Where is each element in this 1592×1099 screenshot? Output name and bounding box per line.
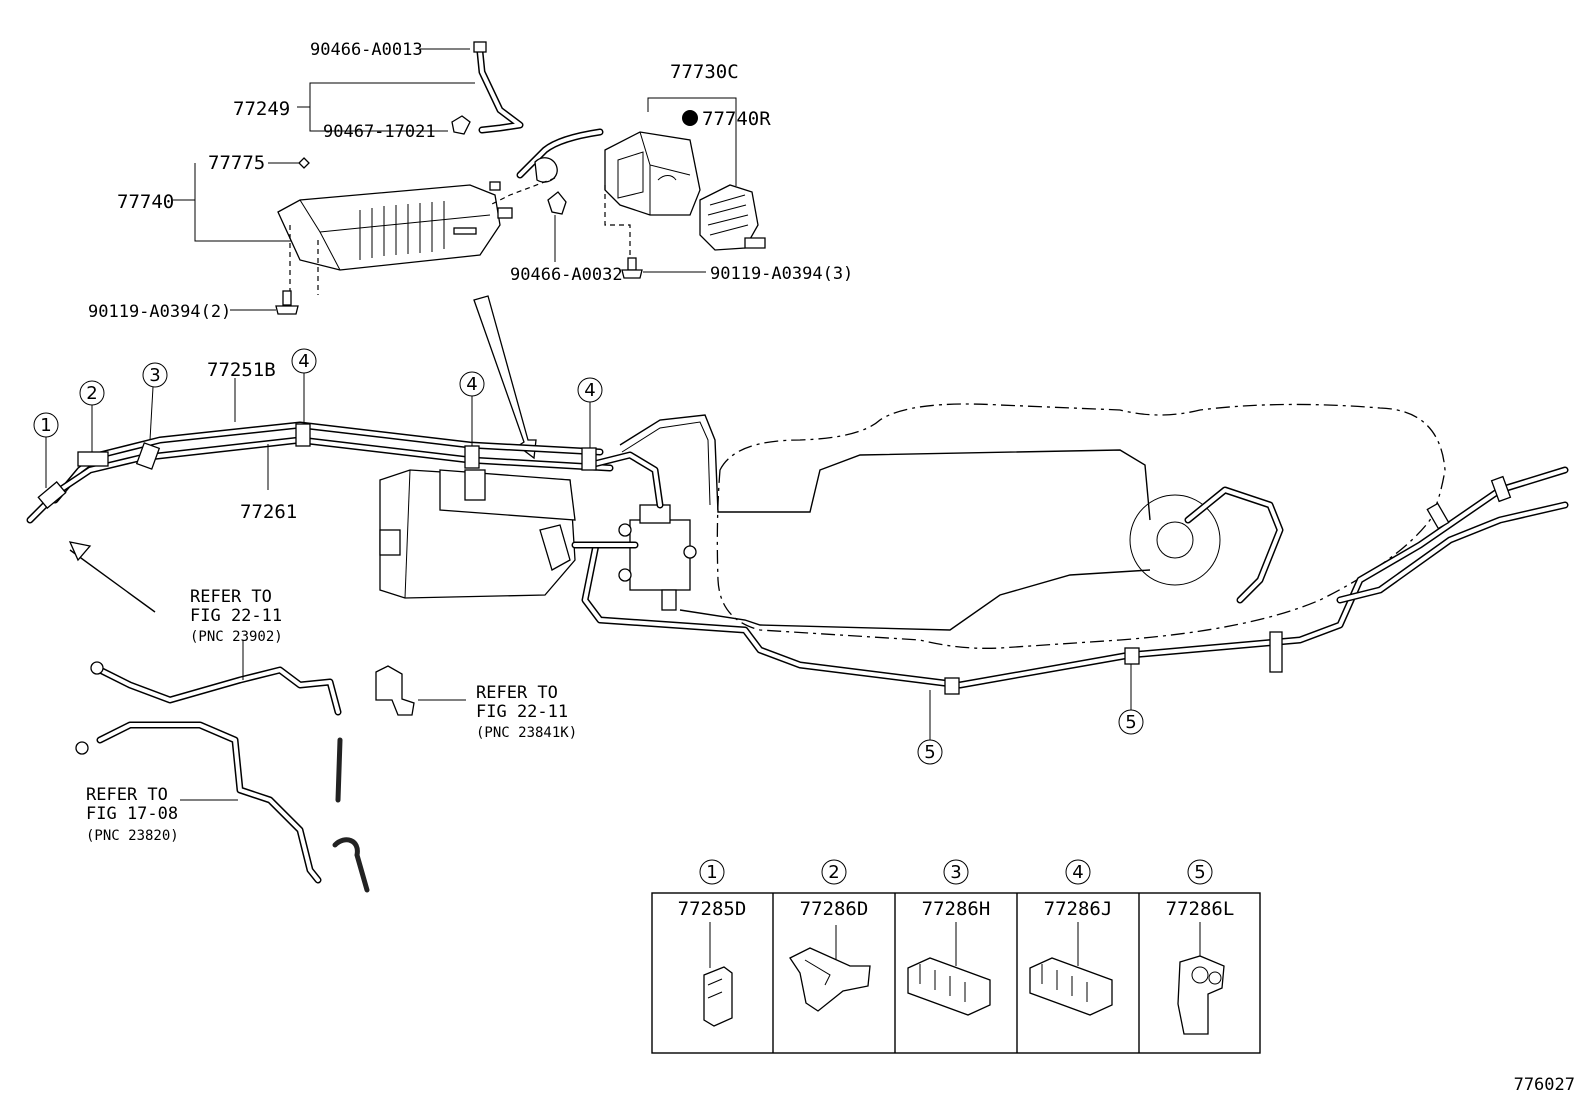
table-col-2: 2 77286D	[800, 859, 869, 920]
label-90466-a0032: 90466-A0032	[510, 265, 623, 285]
svg-text:4: 4	[584, 380, 595, 401]
label-77730c: 77730C	[670, 61, 739, 83]
clamp-icon-77286l	[1177, 922, 1225, 1035]
svg-text:1: 1	[706, 862, 717, 883]
clamp-icon-77286j	[1029, 922, 1113, 1016]
callout-5a: 5	[917, 739, 943, 765]
label-77261: 77261	[240, 501, 297, 523]
pipe-77251b	[51, 421, 604, 504]
refer-note-2-line3: (PNC 23841K)	[476, 725, 577, 741]
leader-77249	[297, 82, 475, 108]
table-part-77286d: 77286D	[800, 898, 869, 920]
charcoal-canister-77740	[277, 181, 513, 271]
table-col-1: 1 77285D	[678, 859, 747, 920]
refer-note-1-line1: REFER TO	[190, 587, 272, 607]
clip-90466-a0032	[547, 191, 567, 215]
table-part-77286j: 77286J	[1044, 898, 1113, 920]
refer-note-3-line1: REFER TO	[86, 785, 168, 805]
callout-2: 2	[79, 380, 105, 406]
arrow-refer-22-11	[69, 549, 156, 613]
svg-text:5: 5	[1125, 712, 1136, 733]
label-77740: 77740	[117, 191, 174, 213]
bolt-90119-a0394-3	[621, 257, 643, 279]
connector-23841k	[375, 665, 415, 716]
callout-3: 3	[142, 362, 168, 388]
svg-text:4: 4	[466, 374, 477, 395]
svg-text:5: 5	[1194, 862, 1205, 883]
refer-note-2-line1: REFER TO	[476, 683, 558, 703]
leader-90467-17021	[309, 107, 448, 132]
label-90467-17021: 90467-17021	[323, 122, 436, 142]
figure-code: 776027	[1514, 1075, 1575, 1095]
svg-text:3: 3	[950, 862, 961, 883]
svg-text:5: 5	[924, 742, 935, 763]
clamp-icon-77285d	[703, 922, 733, 1027]
label-77740r: 77740R	[702, 108, 771, 130]
svg-text:3: 3	[149, 365, 160, 386]
label-77249: 77249	[233, 98, 290, 120]
new-part-dot	[682, 110, 698, 126]
refer-note-2-line2: FIG 22-11	[476, 702, 568, 722]
clamp-table	[651, 892, 1261, 1054]
label-77251b: 77251B	[207, 359, 276, 381]
table-part-77286l: 77286L	[1166, 898, 1235, 920]
refer-note-3-line3: (PNC 23820)	[86, 828, 179, 844]
svg-text:4: 4	[298, 351, 309, 372]
table-col-3: 3 77286H	[922, 859, 991, 920]
table-part-77285d: 77285D	[678, 898, 747, 920]
label-90119-a0394-2: 90119-A0394(2)	[88, 302, 231, 322]
pointer-arrow	[473, 295, 537, 460]
fuel-pump-ring	[1129, 494, 1221, 586]
callout-5b: 5	[1118, 709, 1144, 735]
callout-4a: 4	[291, 348, 317, 374]
label-90119-a0394-3: 90119-A0394(3)	[710, 264, 853, 284]
clamp-icon-77286h	[907, 922, 991, 1016]
refer-note-3-line2: FIG 17-08	[86, 804, 178, 824]
vsv-installed	[618, 504, 697, 611]
leader-77730c	[647, 97, 737, 186]
label-77775: 77775	[208, 152, 265, 174]
callout-4b: 4	[459, 371, 485, 397]
callout-1: 1	[33, 412, 59, 438]
table-col-5: 5 77286L	[1166, 859, 1235, 920]
hose-77249	[451, 41, 524, 135]
clamp-icon-77286d	[789, 925, 871, 1012]
fuel-tank-outline	[716, 403, 1446, 649]
canister-installed	[379, 469, 576, 599]
refer-note-1-line2: FIG 22-11	[190, 606, 282, 626]
leader-77740	[173, 199, 300, 242]
svg-text:1: 1	[40, 415, 51, 436]
table-part-77286h: 77286H	[922, 898, 991, 920]
label-90466-a0013: 90466-A0013	[310, 40, 423, 60]
svg-text:2: 2	[828, 862, 839, 883]
vsv-bracket-77730c	[604, 131, 701, 216]
svg-text:2: 2	[86, 383, 97, 404]
svg-text:4: 4	[1072, 862, 1083, 883]
table-col-4: 4 77286J	[1044, 859, 1113, 920]
refer-note-1-line3: (PNC 23902)	[190, 629, 283, 645]
bolt-90119-a0394-2	[275, 290, 299, 315]
filter-77740r	[699, 184, 766, 251]
callout-4c: 4	[577, 377, 603, 403]
